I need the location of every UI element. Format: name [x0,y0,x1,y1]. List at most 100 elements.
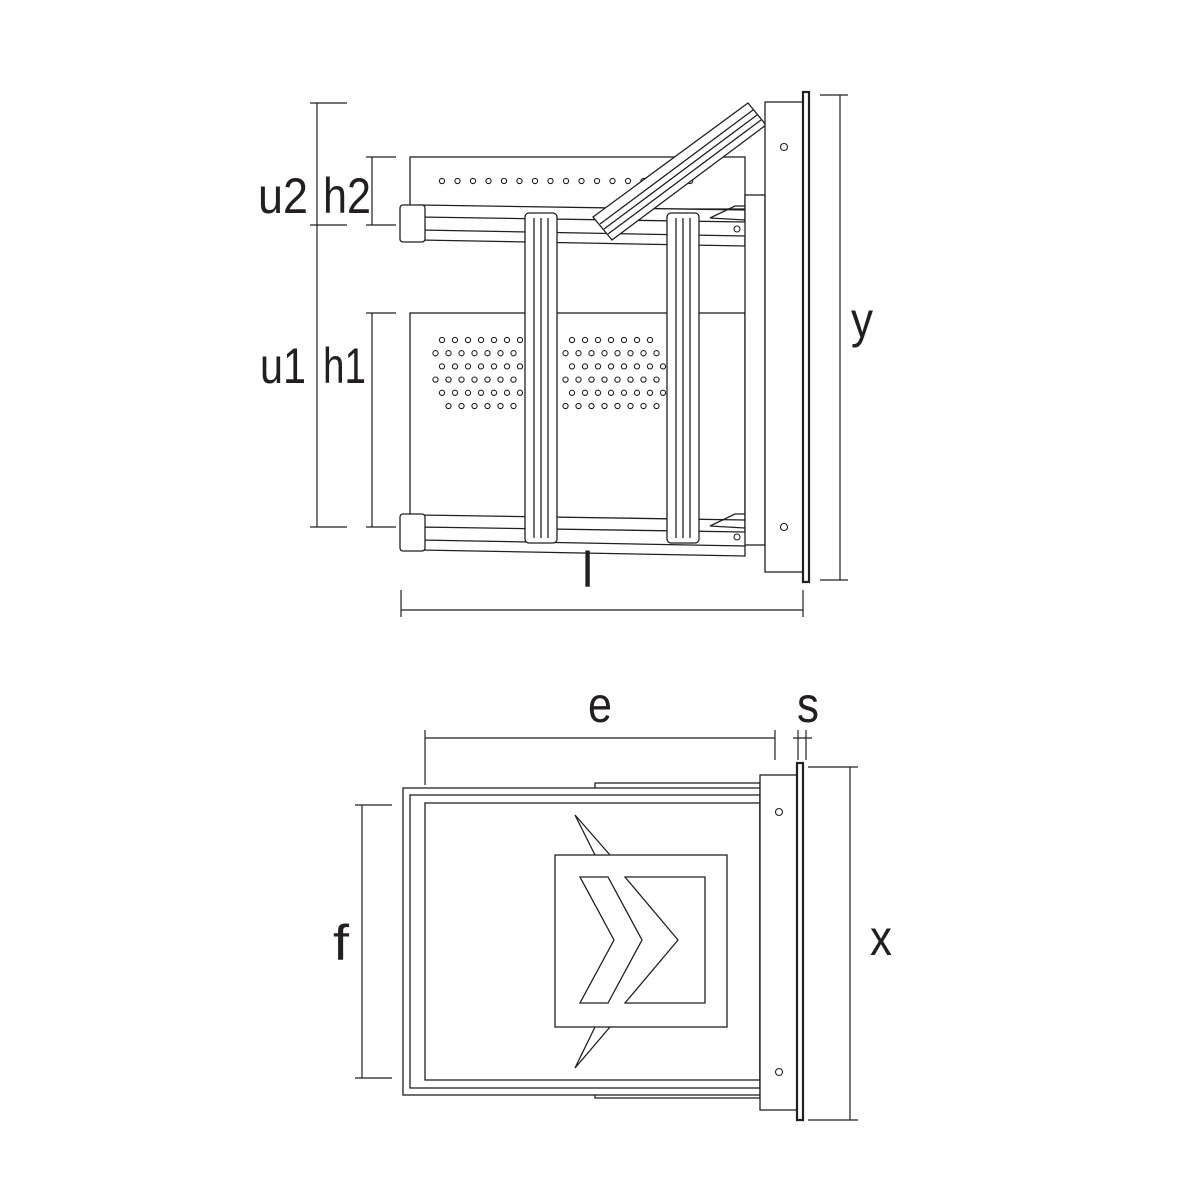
perforation-hole [659,363,667,370]
perforation-hole [438,389,446,396]
perforation-hole [640,402,647,410]
perforation-hole [601,350,608,357]
label-u2: u2 [258,168,308,224]
perforation-hole [477,363,485,370]
screw-hole [779,142,789,152]
label-e: e [588,677,612,733]
perforation-hole [646,389,654,396]
perforation-hole [458,402,465,410]
perforation-hole [601,402,608,410]
drawer-outer [402,787,761,1096]
perforation-hole [464,389,472,396]
perforation-hole [607,363,615,370]
perforation-hole [562,350,569,357]
dimension-f [355,804,392,1079]
perforation-hole [438,336,446,344]
perforation-hole [620,389,628,396]
perforation-hole [503,336,511,344]
perforation-hole [659,389,667,396]
perforation-hole [588,402,595,410]
perforation-hole [531,177,539,185]
perforation-hole [607,389,615,396]
perforation-hole [510,376,517,383]
dimension-s [793,730,812,760]
perforation-hole [477,389,485,396]
perforation-hole [469,177,477,185]
perforation-hole [464,363,472,370]
perforation-hole [547,177,554,185]
dimension-l [400,590,804,617]
perforation-hole [562,376,569,383]
perforation-hole [594,389,602,396]
lower-rail [399,513,746,557]
screw-hole [733,533,741,541]
perforation-hole [607,336,615,344]
perforation-hole [510,402,517,410]
perforation-hole [627,376,634,383]
handle-left [524,212,558,544]
upper-rail [399,204,746,247]
perforation-hole [438,363,446,370]
dimension-u [310,102,347,528]
perforation-hole [640,376,647,383]
exit-sign-arrow [554,814,728,1069]
perforation-hole [575,402,582,410]
perforation-hole [588,350,595,357]
screw-hole [733,225,741,233]
perforation-hole [516,177,523,185]
wall-plate [764,101,804,573]
perforation-hole [614,402,621,410]
perforation-hole [627,402,634,410]
perforation-hole [464,336,472,344]
label-h1: h1 [323,338,366,394]
perforation-hole [633,336,641,344]
perforation-hole [445,402,452,410]
label-s: s [797,677,819,733]
perforation-hole [620,363,628,370]
perforation-hole [497,402,504,410]
perforation-hole [646,363,654,370]
perforation-hole [471,376,478,383]
perforation-hole [451,389,459,396]
dimension-h [366,156,396,528]
perforation-hole [490,389,498,396]
screw-hole [774,807,784,817]
perforation-hole [516,336,524,344]
perforation-hole [581,389,589,396]
perforation-hole [500,177,508,185]
perforation-hole [653,402,660,410]
perforation-hole [484,402,491,410]
perforation-hole [614,350,621,357]
perforation-hole [568,389,576,396]
perforation-hole [503,389,511,396]
perforation-hole [568,363,576,370]
label-f: f [333,915,349,971]
perforation-hole [594,363,602,370]
perforation-hole [614,376,621,383]
mount-bracket [744,194,766,546]
perforation-hole [588,376,595,383]
perforation-hole [581,336,589,344]
top-view: e s f x [333,677,892,1122]
perforation-hole [503,363,511,370]
perforation-hole [438,177,446,185]
perforation-hole [601,376,608,383]
perforation-hole [575,376,582,383]
label-x: x [870,910,892,966]
dimension-x [808,766,858,1121]
dimension-y [820,94,848,581]
perforation-hole [640,350,647,357]
perforation-hole [432,350,439,357]
perforation-hole [653,350,660,357]
perforation-hole [458,376,465,383]
perforation-hole [627,350,634,357]
perforation-hole [451,336,459,344]
perforation-hole [516,389,524,396]
perforation-hole [624,177,632,185]
perforation-hole [646,336,654,344]
lower-perforation [432,336,667,410]
perforation-hole [593,177,601,185]
wall-flange [795,761,805,1122]
label-y: y [851,292,873,348]
